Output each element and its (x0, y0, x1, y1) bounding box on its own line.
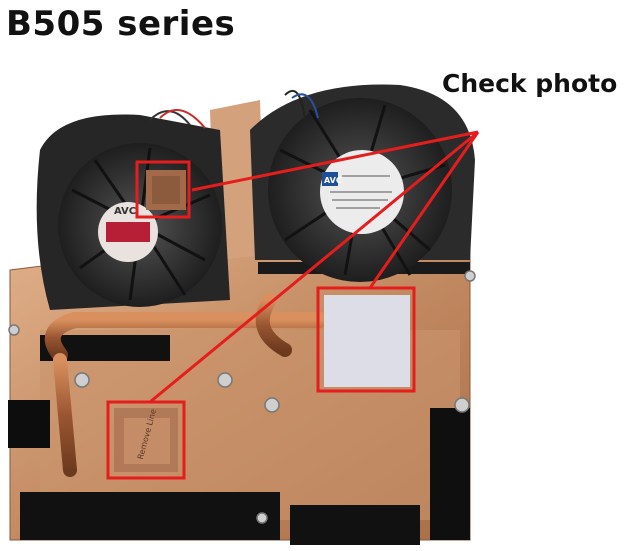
screws (8, 270, 476, 524)
thermal-pad-large (324, 295, 410, 387)
left-fan-label: AVC (114, 206, 136, 217)
right-fan-label: AVC (324, 176, 342, 185)
highlight-box-thermal-pad (316, 286, 416, 393)
check-photo-callout: Check photo (442, 69, 618, 98)
chip-pad-top (146, 170, 186, 210)
highlight-box-top-chip (135, 160, 191, 219)
fan-cables (149, 89, 319, 129)
arrow-line-bottom-chip (149, 130, 479, 404)
arrow-line-top-chip (191, 130, 479, 192)
highlight-box-bottom-chip (106, 400, 186, 480)
page-title: B505 series (6, 4, 236, 44)
annotation-overlay (106, 130, 480, 480)
chip-pad-bottom: Remove Line (114, 408, 178, 472)
arrow-line-thermal-pad (368, 131, 480, 289)
left-fan: AVC (36, 114, 231, 310)
